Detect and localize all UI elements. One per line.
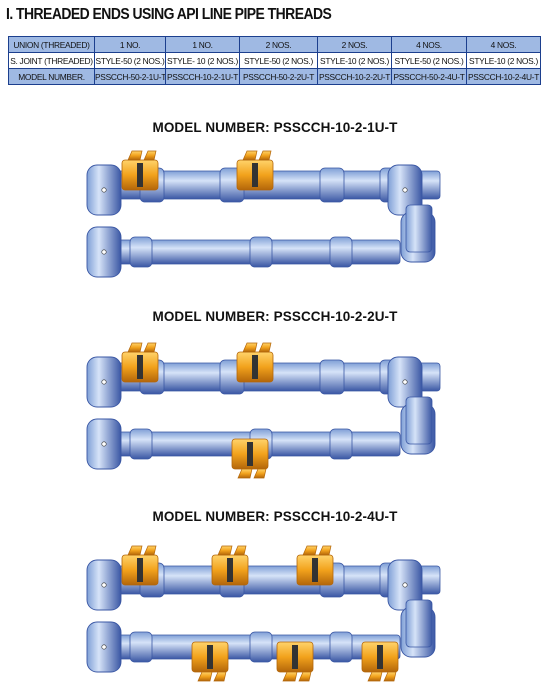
table-cell: STYLE-10 (2 NOS.) [466,52,541,69]
pipe-collar [319,359,345,395]
union-nut [296,545,334,586]
union-nut [276,641,314,682]
pipe-assembly-diagram-2u [86,342,441,479]
row-label-union: UNION (THREADED) [8,36,95,53]
table-cell: 1 NO. [165,36,240,53]
model-number-row: MODEL NUMBER. PSSCCH-50-2-1U-T PSSCCH-10… [8,68,541,85]
vertical-connector [405,599,433,648]
diagram-title-2u: MODEL NUMBER: PSSCCH-10-2-2U-T [152,309,398,324]
swivel-bolt [101,187,107,193]
swivel-joint-row: S. JOINT (THREADED) STYLE-50 (2 NOS.) ST… [8,52,541,69]
union-nut [231,438,269,479]
table-cell: PSSCCH-50-2-2U-T [239,68,318,85]
table-cell: 1 NO. [94,36,166,53]
vertical-connector [405,204,433,253]
table-cell: PSSCCH-50-2-4U-T [391,68,467,85]
pipe-collar [329,631,353,663]
table-cell: STYLE-50 (2 NOS.) [94,52,166,69]
table-cell: STYLE-10 (2 NOS.) [317,52,392,69]
swivel-bolt [101,644,107,650]
union-nut [236,342,274,383]
vertical-connector [405,396,433,445]
pipe-collar [319,167,345,203]
swivel-bolt [101,582,107,588]
union-row: UNION (THREADED) 1 NO. 1 NO. 2 NOS. 2 NO… [8,36,541,53]
table-cell: 2 NOS. [317,36,392,53]
table-cell: 4 NOS. [391,36,467,53]
table-cell: STYLE-50 (2 NOS.) [239,52,318,69]
union-nut [211,545,249,586]
union-nut [121,545,159,586]
table-cell: 4 NOS. [466,36,541,53]
union-nut [121,150,159,191]
page-title: I. THREADED ENDS USING API LINE PIPE THR… [6,6,332,23]
table-cell: 2 NOS. [239,36,318,53]
swivel-bolt [402,379,408,385]
diagram-title-4u: MODEL NUMBER: PSSCCH-10-2-4U-T [152,509,398,524]
diagram-title-1u: MODEL NUMBER: PSSCCH-10-2-1U-T [152,120,398,135]
row-label-model-number: MODEL NUMBER. [8,68,95,85]
pipe-collar [129,236,153,268]
swivel-bolt [101,441,107,447]
pipe-collar [129,631,153,663]
table-cell: PSSCCH-10-2-4U-T [466,68,541,85]
union-nut [236,150,274,191]
swivel-bolt [402,187,408,193]
table-cell: PSSCCH-50-2-1U-T [94,68,166,85]
pipe-assembly-diagram-4u [86,545,441,682]
swivel-bolt [402,582,408,588]
union-nut [361,641,399,682]
row-label-swivel-joint: S. JOINT (THREADED) [8,52,95,69]
swivel-bolt [101,379,107,385]
pipe-collar [329,236,353,268]
pipe-collar [249,631,273,663]
table-cell: PSSCCH-10-2-2U-T [317,68,392,85]
pipe-collar [249,236,273,268]
table-cell: STYLE-50 (2 NOS.) [391,52,467,69]
table-cell: STYLE- 10 (2 NOS.) [165,52,240,69]
pipe-collar [329,428,353,460]
union-nut [191,641,229,682]
table-cell: PSSCCH-10-2-1U-T [165,68,240,85]
spec-table: UNION (THREADED) 1 NO. 1 NO. 2 NOS. 2 NO… [8,36,541,85]
union-nut [121,342,159,383]
swivel-bolt [101,249,107,255]
pipe-collar [129,428,153,460]
pipe-assembly-diagram-1u [86,150,441,278]
